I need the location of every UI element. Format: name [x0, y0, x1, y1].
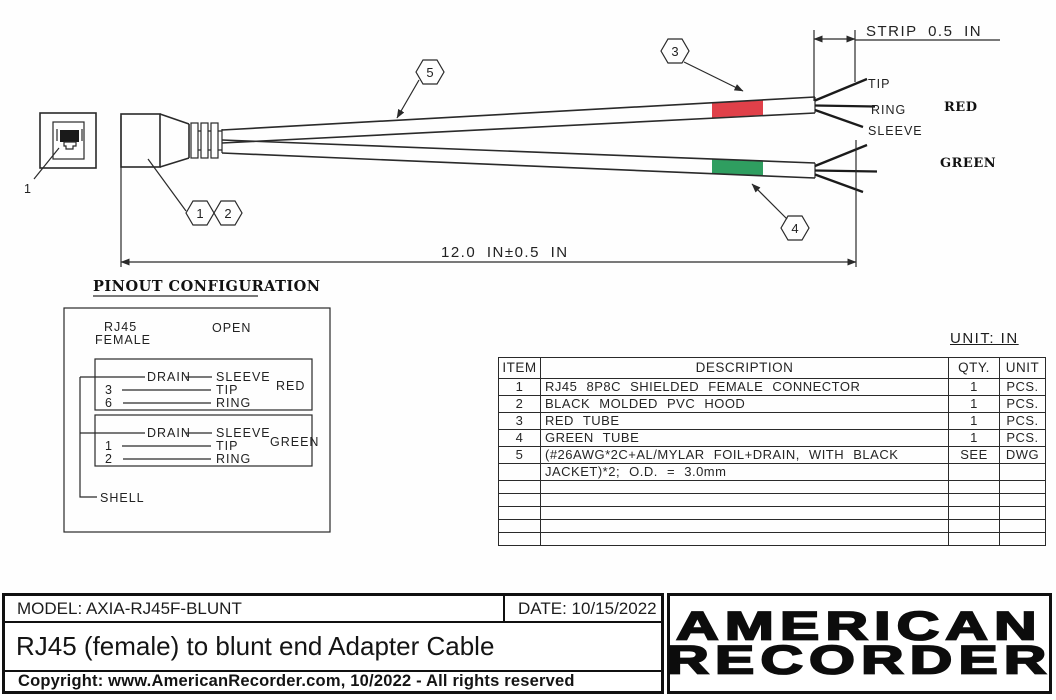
tip-label: TIP	[868, 77, 890, 91]
pinout-configuration-section: PINOUT CONFIGURATION RJ45 FEMALE OPEN DR…	[63, 278, 331, 533]
green-tube-band	[712, 159, 763, 176]
green-ring-pin: 2	[105, 452, 113, 466]
date-field: DATE: 10/15/2022	[503, 596, 661, 621]
shell-label: SHELL	[100, 491, 145, 505]
green-wire-label: GREEN	[940, 156, 996, 171]
logo-line-1: AMERICAN	[675, 603, 1043, 649]
drawing-title: RJ45 (female) to blunt end Adapter Cable	[5, 623, 661, 672]
title-block: MODEL: AXIA-RJ45F-BLUNT DATE: 10/15/2022…	[2, 593, 664, 694]
shell-bracket-line	[79, 377, 97, 498]
callout-3-leader	[683, 61, 744, 92]
col-header-unit: UNIT	[999, 357, 1046, 379]
pinout-section-title: PINOUT CONFIGURATION	[93, 278, 321, 295]
table-row-empty	[498, 480, 1046, 494]
table-header-row: ITEM DESCRIPTION QTY. UNIT	[498, 357, 1046, 379]
red-tube-band	[712, 100, 763, 118]
brand-logo-box: AMERICAN RECORDER	[665, 593, 1053, 694]
table-row-empty	[498, 506, 1046, 520]
sleeve-label: SLEEVE	[868, 124, 923, 138]
length-dim-label: 12.0 IN±0.5 IN	[441, 244, 569, 261]
pinout-connector-name-2: FEMALE	[95, 333, 151, 347]
jack-leader-line	[33, 147, 60, 180]
green-sleeve-label: SLEEVE	[216, 426, 271, 440]
table-row: 5 (#26AWG*2C+AL/MYLAR FOIL+DRAIN, WITH B…	[498, 446, 1046, 464]
table-row-empty	[498, 493, 1046, 507]
pinout-red-pair-box: DRAIN SLEEVE 3 TIP 6 RING RED	[80, 358, 313, 411]
unit-note: UNIT: IN	[950, 330, 1019, 347]
rj45-jack-front-view-icon: 1	[24, 112, 97, 196]
ring-label: RING	[871, 103, 906, 117]
upper-cable	[221, 77, 876, 144]
parts-table: ITEM DESCRIPTION QTY. UNIT 1 RJ45 8P8C S…	[498, 357, 1046, 546]
col-header-qty: QTY.	[948, 357, 1000, 379]
green-ring-label: RING	[216, 452, 251, 466]
red-ring-label: RING	[216, 396, 251, 410]
green-drain-label: DRAIN	[147, 426, 191, 440]
table-row: JACKET)*2; O.D. = 3.0mm	[498, 463, 1046, 481]
ring-wire	[814, 104, 876, 108]
col-header-item: ITEM	[498, 357, 541, 379]
table-row: 2 BLACK MOLDED PVC HOOD 1 PCS.	[498, 395, 1046, 413]
callout-2-number: 2	[224, 206, 231, 221]
jack-callout-label: 1	[24, 182, 32, 196]
tip-wire	[814, 77, 868, 102]
table-row-empty	[498, 519, 1046, 533]
callout-5-number: 5	[426, 65, 433, 80]
wire-end-labels: TIP RING SLEEVE RED GREEN	[868, 77, 996, 171]
col-header-description: DESCRIPTION	[540, 357, 949, 379]
callout-2-hexagon	[213, 200, 243, 226]
table-row: 4 GREEN TUBE 1 PCS.	[498, 429, 1046, 447]
red-sleeve-label: SLEEVE	[216, 370, 271, 384]
lower-cable	[221, 139, 878, 194]
pinout-outer-box	[63, 307, 331, 533]
pinout-green-pair-box: DRAIN SLEEVE 1 TIP 2 RING GREEN	[80, 414, 319, 467]
callout-5-leader	[396, 79, 420, 119]
callout-1-number: 1	[196, 206, 203, 221]
callout-3-hexagon	[660, 38, 690, 64]
table-row: 1 RJ45 8P8C SHIELDED FEMALE CONNECTOR 1 …	[498, 378, 1046, 396]
pinout-connector-name-1: RJ45	[104, 320, 137, 334]
callout-4-hexagon	[780, 215, 810, 241]
cable-drawing-svg: 1	[24, 23, 1000, 533]
sleeve-wire	[814, 108, 864, 129]
table-row: 3 RED TUBE 1 PCS.	[498, 412, 1046, 430]
connector-assembly	[120, 113, 223, 168]
callout-4-leader	[751, 183, 788, 220]
red-tip-label: TIP	[216, 383, 238, 397]
copyright-notice: Copyright: www.AmericanRecorder.com, 10/…	[18, 672, 575, 690]
model-field: MODEL: AXIA-RJ45F-BLUNT	[17, 598, 242, 618]
green-tip-pin: 1	[105, 439, 113, 453]
callout-5-hexagon	[415, 59, 445, 85]
callout-4-number: 4	[791, 221, 798, 236]
red-drain-label: DRAIN	[147, 370, 191, 384]
callout-hexagons: 1 2 5 3 4	[147, 38, 810, 241]
logo-line-2: RECORDER	[665, 637, 1053, 683]
pinout-far-end-label: OPEN	[212, 321, 251, 335]
length-dimension: 12.0 IN±0.5 IN	[120, 116, 857, 267]
table-row-empty	[498, 532, 1046, 546]
green-tip-label: TIP	[216, 439, 238, 453]
callout-3-number: 3	[671, 44, 678, 59]
red-ring-pin: 6	[105, 396, 113, 410]
red-wire-label: RED	[944, 100, 978, 115]
strip-dimension: STRIP 0.5 IN	[813, 23, 1000, 101]
american-recorder-logo: AMERICAN RECORDER	[665, 603, 1053, 683]
red-pair-color-label: RED	[276, 379, 305, 393]
red-tip-pin: 3	[105, 383, 113, 397]
strip-dim-label: STRIP 0.5 IN	[866, 23, 982, 40]
callout-1-2-leader	[147, 158, 187, 212]
green-pair-color-label: GREEN	[270, 435, 319, 449]
